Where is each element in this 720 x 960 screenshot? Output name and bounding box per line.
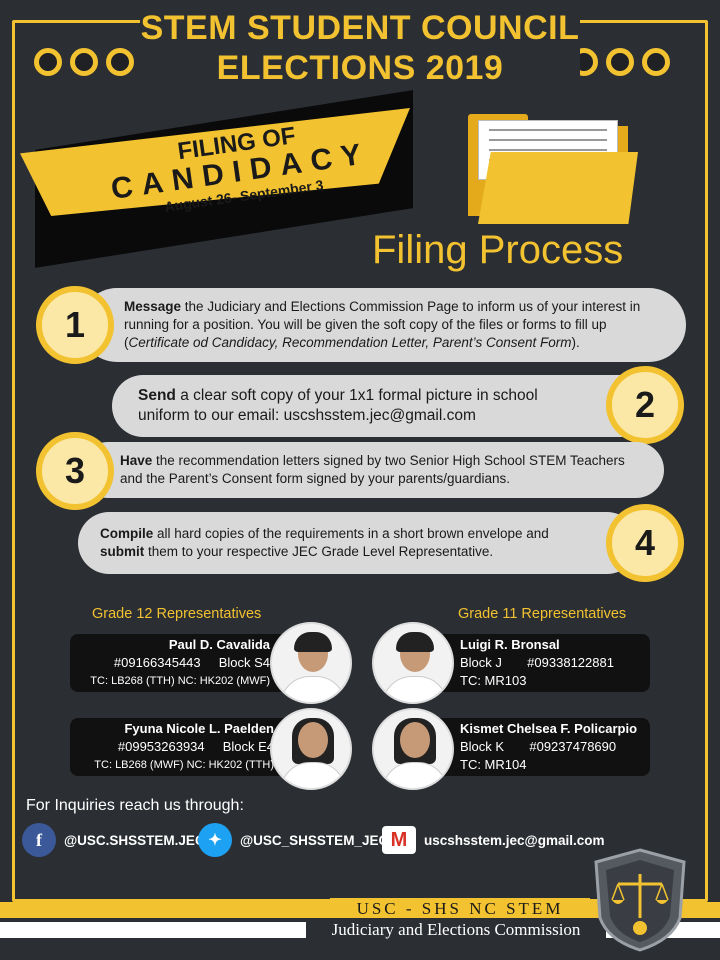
step-4-number: 4 <box>606 504 684 582</box>
step-1: Message the Judiciary and Elections Comm… <box>80 288 686 362</box>
section-title: Filing Process <box>372 228 624 272</box>
folder-icon <box>458 112 638 224</box>
title-line-2: ELECTIONS 2019 <box>216 49 504 87</box>
gmail-icon: M <box>382 826 416 854</box>
step-3-text: Have the recommendation letters signed b… <box>120 453 625 486</box>
gmail-address[interactable]: uscshsstem.jec@gmail.com <box>424 832 605 848</box>
twitter-handle[interactable]: @USC_SHSSTEM_JEC <box>240 832 389 848</box>
rep-contact: Block K #09237478690 <box>460 739 617 754</box>
rep-schedule: TC: LB268 (TTH) NC: HK202 (MWF) <box>90 675 270 687</box>
rep-contact: Block J #09338122881 <box>460 655 614 670</box>
rep-name: Luigi R. Bronsal <box>460 637 560 652</box>
step-1-text: Message the Judiciary and Elections Comm… <box>124 299 641 350</box>
rep-photo-paelden <box>270 708 352 790</box>
footer-commission: Judiciary and Elections Commission <box>306 918 606 942</box>
grade12-heading: Grade 12 Representatives <box>92 606 262 622</box>
step-2-text: Send a clear soft copy of your 1x1 forma… <box>138 387 538 424</box>
rep-schedule: TC: MR103 <box>460 673 527 688</box>
twitter-contact[interactable]: ✦ @USC_SHSSTEM_JEC <box>198 822 388 858</box>
step-2: Send a clear soft copy of your 1x1 forma… <box>112 375 652 437</box>
rep-schedule: TC: MR104 <box>460 757 527 772</box>
footer-org: USC - SHS NC STEM <box>330 898 590 920</box>
rep-schedule: TC: LB268 (MWF) NC: HK202 (TTH) <box>94 759 274 771</box>
decor-dots-left <box>30 48 138 76</box>
rep-photo-bronsal <box>372 622 454 704</box>
twitter-icon: ✦ <box>198 823 232 857</box>
title-line-1: STEM STUDENT COUNCIL <box>140 9 580 47</box>
step-3: Have the recommendation letters signed b… <box>80 442 664 498</box>
step-4: Compile all hard copies of the requireme… <box>78 512 638 574</box>
poster-title: STEM STUDENT COUNCIL ELECTIONS 2019 <box>140 8 580 90</box>
rep-photo-cavalida <box>270 622 352 704</box>
step-4-text: Compile all hard copies of the requireme… <box>100 526 549 559</box>
decor-dots-right <box>566 48 674 76</box>
facebook-icon: f <box>22 823 56 857</box>
grade11-heading: Grade 11 Representatives <box>458 606 627 622</box>
rep-contact: #09166345443 Block S4 <box>113 655 270 670</box>
inquiries-label: For Inquiries reach us through: <box>26 797 244 814</box>
rep-photo-policarpio <box>372 708 454 790</box>
rep-name: Kismet Chelsea F. Policarpio <box>460 721 638 736</box>
step-1-number: 1 <box>36 286 114 364</box>
facebook-contact[interactable]: f @USC.SHSSTEM.JEC <box>22 822 205 858</box>
step-3-number: 3 <box>36 432 114 510</box>
step-2-number: 2 <box>606 366 684 444</box>
jec-shield-logo <box>594 848 686 952</box>
facebook-handle[interactable]: @USC.SHSSTEM.JEC <box>64 832 205 848</box>
rep-name: Fyuna Nicole L. Paelden <box>124 721 274 736</box>
gmail-contact[interactable]: M uscshsstem.jec@gmail.com <box>382 822 605 858</box>
rep-name: Paul D. Cavalida <box>168 637 270 652</box>
rep-contact: #09953263934 Block E4 <box>117 739 274 754</box>
